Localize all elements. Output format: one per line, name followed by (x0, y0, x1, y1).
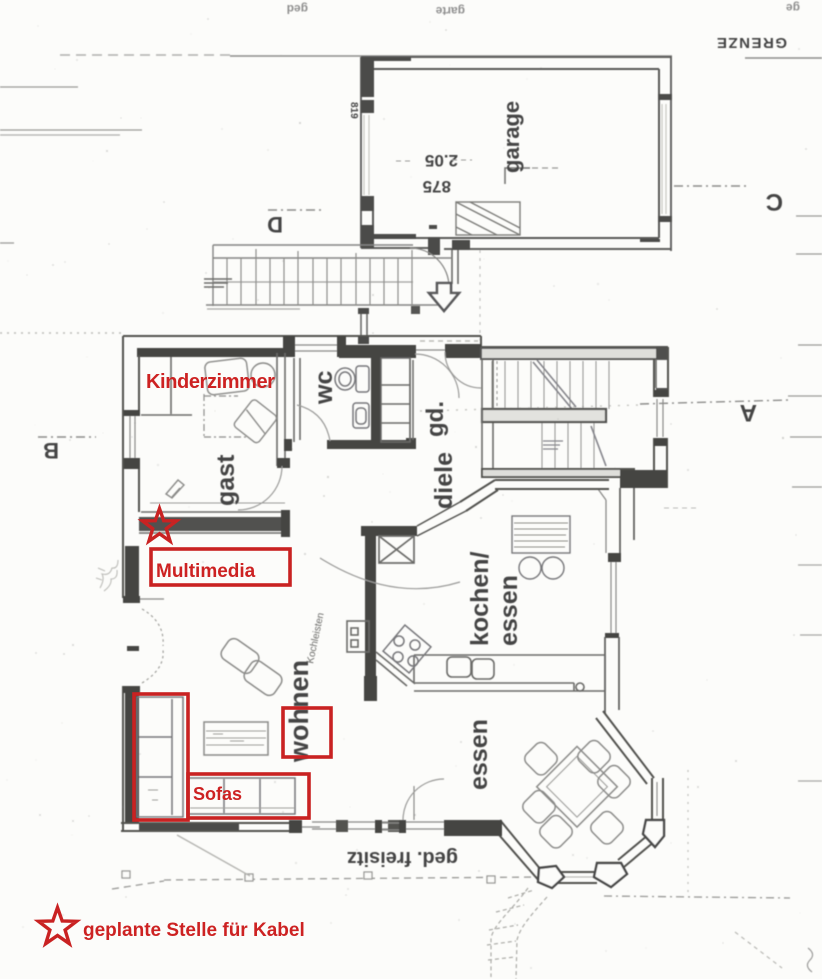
svg-text:2.05: 2.05 (425, 151, 458, 170)
svg-text:wc: wc (310, 371, 338, 405)
svg-text:C: C (766, 188, 783, 215)
svg-text:A: A (740, 399, 757, 426)
svg-text:gast: gast (212, 454, 240, 506)
svg-text:wohnen: wohnen (284, 660, 314, 763)
svg-text:essen: essen (495, 575, 523, 646)
svg-text:kochen/: kochen/ (466, 551, 494, 646)
svg-text:Kinderzimmer: Kinderzimmer (146, 371, 275, 393)
svg-text:gd.: gd. (422, 401, 449, 437)
svg-text:ged: ged (287, 2, 308, 16)
svg-text:Multimedia: Multimedia (156, 561, 256, 582)
svg-text:Sofas: Sofas (193, 784, 242, 804)
svg-text:ge: ge (786, 1, 800, 15)
svg-text:B: B (43, 438, 59, 463)
svg-text:diele: diele (430, 452, 458, 509)
svg-text:D: D (267, 212, 283, 237)
svg-text:garte: garte (435, 4, 465, 18)
svg-text:garage: garage (499, 101, 524, 173)
svg-text:ged. freisitz: ged. freisitz (347, 847, 458, 869)
svg-text:819: 819 (348, 102, 359, 119)
svg-text:GRENZE: GRENZE (715, 34, 787, 51)
svg-text:875: 875 (423, 177, 451, 196)
svg-text:geplante Stelle für Kabel: geplante Stelle für Kabel (83, 920, 305, 941)
svg-text:essen: essen (465, 719, 493, 790)
